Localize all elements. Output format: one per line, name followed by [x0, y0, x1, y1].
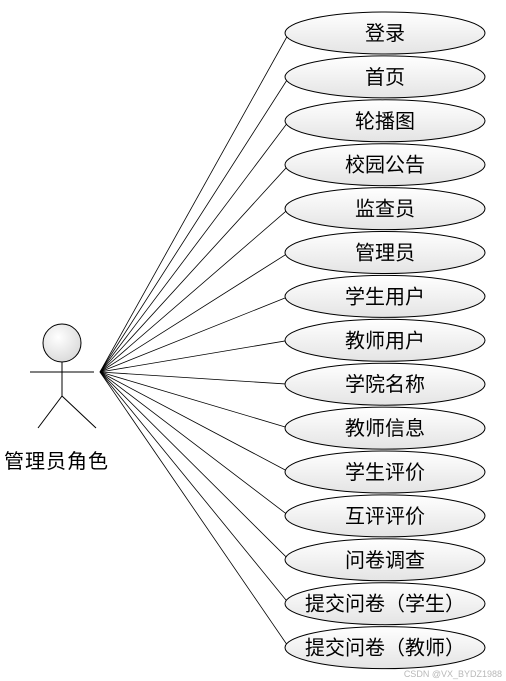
use-case-oval [284, 55, 486, 99]
use-case: 互评评价 [284, 494, 486, 538]
use-case-label: 首页 [365, 65, 405, 89]
use-case: 登录 [284, 11, 486, 55]
use-case-label: 提交问卷（学生） [305, 592, 465, 616]
use-case-oval [284, 538, 486, 582]
association-line [99, 120, 290, 373]
actor-left-leg [37, 395, 63, 429]
actor-figure [30, 323, 97, 429]
association-line [99, 208, 290, 373]
use-case-oval [284, 406, 486, 450]
use-case-oval [284, 274, 486, 318]
association-line [99, 296, 290, 373]
association-line [99, 32, 290, 373]
use-case: 教师信息 [284, 406, 486, 450]
use-case-label: 互评评价 [345, 504, 425, 528]
use-case-label: 监查员 [355, 197, 415, 221]
use-case-oval [284, 582, 486, 626]
use-case-oval [284, 362, 486, 406]
use-case-label: 学生评价 [345, 460, 425, 484]
use-case-label: 提交问卷（教师） [305, 636, 465, 660]
association-line [99, 371, 290, 385]
use-case: 问卷调查 [284, 538, 486, 582]
association-line [99, 371, 290, 473]
use-case-label: 教师信息 [345, 416, 425, 440]
use-case: 教师用户 [284, 318, 486, 362]
use-case: 学生评价 [284, 450, 486, 494]
use-case-label: 管理员 [355, 241, 415, 265]
actor-right-leg [61, 395, 97, 429]
association-lines [99, 32, 290, 648]
association-line [99, 252, 290, 373]
watermark: CSDN @VX_BYDZ1988 [403, 669, 502, 679]
use-case: 首页 [284, 55, 486, 99]
use-case-oval [284, 494, 486, 538]
use-case: 校园公告 [284, 143, 486, 187]
use-case-label: 学生用户 [345, 284, 425, 308]
actor-label: 管理员角色 [4, 449, 109, 473]
association-line [99, 371, 290, 604]
use-case-oval [284, 318, 486, 362]
association-line [99, 164, 290, 373]
use-case-oval [284, 187, 486, 231]
use-case-label: 教师用户 [345, 328, 425, 352]
use-case: 提交问卷（教师） [284, 626, 486, 670]
use-case-label: 登录 [365, 21, 405, 45]
use-case-list: 登录首页轮播图校园公告监查员管理员学生用户教师用户学院名称教师信息学生评价互评评… [284, 11, 486, 670]
association-line [99, 76, 290, 373]
use-case-label: 学院名称 [345, 372, 425, 396]
use-case: 学院名称 [284, 362, 486, 406]
association-line [99, 339, 290, 373]
association-line [99, 371, 290, 561]
use-case-label: 轮播图 [355, 109, 415, 133]
use-case-oval [284, 231, 486, 274]
association-line [99, 371, 290, 517]
use-case-oval [284, 143, 486, 187]
use-case-label: 问卷调查 [345, 548, 425, 572]
use-case-oval [284, 99, 486, 143]
association-line [99, 371, 290, 648]
use-case-oval [284, 11, 486, 55]
use-case: 学生用户 [284, 274, 486, 318]
use-case: 提交问卷（学生） [284, 582, 486, 626]
use-case-oval [284, 626, 486, 670]
use-case: 监查员 [284, 187, 486, 231]
actor-head [42, 323, 82, 363]
association-line [99, 371, 290, 429]
use-case: 轮播图 [284, 99, 486, 143]
use-case: 管理员 [284, 231, 486, 274]
use-case-oval [284, 450, 486, 494]
use-case-label: 校园公告 [345, 153, 425, 177]
